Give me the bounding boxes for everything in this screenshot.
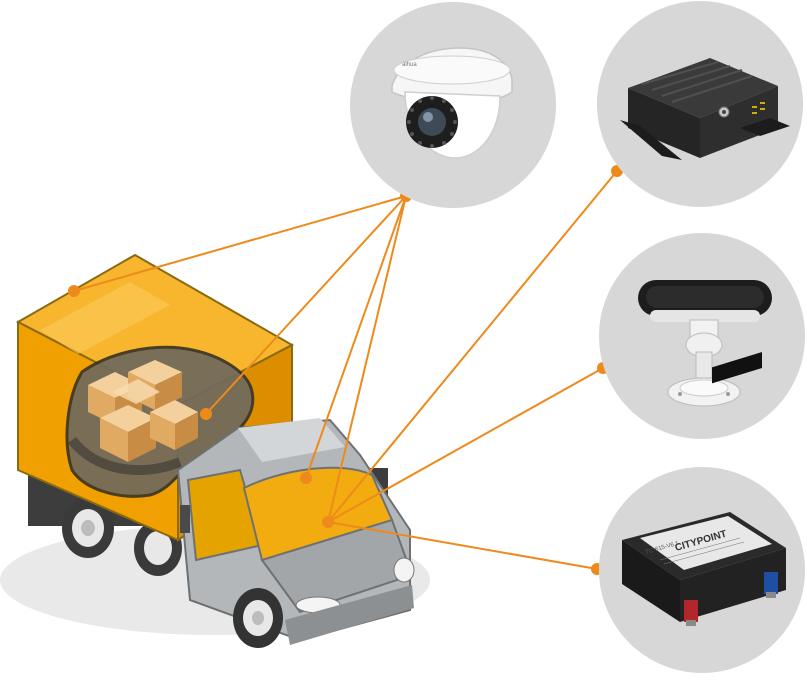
line-camera-to-box-top xyxy=(73,195,407,292)
mobile-dvr-icon xyxy=(597,1,803,207)
truck-cab xyxy=(176,418,415,645)
dome-camera-ir-leds xyxy=(407,96,457,148)
dome-camera-icon: alhua xyxy=(350,2,556,208)
headlight-right xyxy=(393,557,415,583)
parcel-stack xyxy=(88,360,198,462)
dot-box-top xyxy=(68,285,80,297)
line-dvr-to-windshield xyxy=(327,170,618,523)
dot-cab xyxy=(300,472,312,484)
rear-wheel xyxy=(62,498,114,558)
tracker-antenna-red xyxy=(684,600,698,622)
line-camera-to-cargo xyxy=(205,195,407,415)
truck-illustration xyxy=(15,253,415,648)
line-tracker-to-windshield xyxy=(327,521,598,570)
line-camera-to-windshield xyxy=(327,195,407,523)
dot-cargo xyxy=(200,408,212,420)
cargo-cutout xyxy=(65,345,255,498)
adas-camera-icon xyxy=(599,233,805,439)
tracker-antenna-blue xyxy=(764,572,778,594)
gps-tracker-icon: CITYPOINT TC-615-V6.1 xyxy=(599,352,805,673)
dot-windshield xyxy=(322,516,334,528)
line-camera-to-cab xyxy=(305,195,407,479)
front-wheel xyxy=(233,588,283,648)
line-adas-to-windshield xyxy=(327,367,604,523)
dome-camera-logo: alhua xyxy=(402,62,417,68)
connector-lines xyxy=(73,170,618,570)
